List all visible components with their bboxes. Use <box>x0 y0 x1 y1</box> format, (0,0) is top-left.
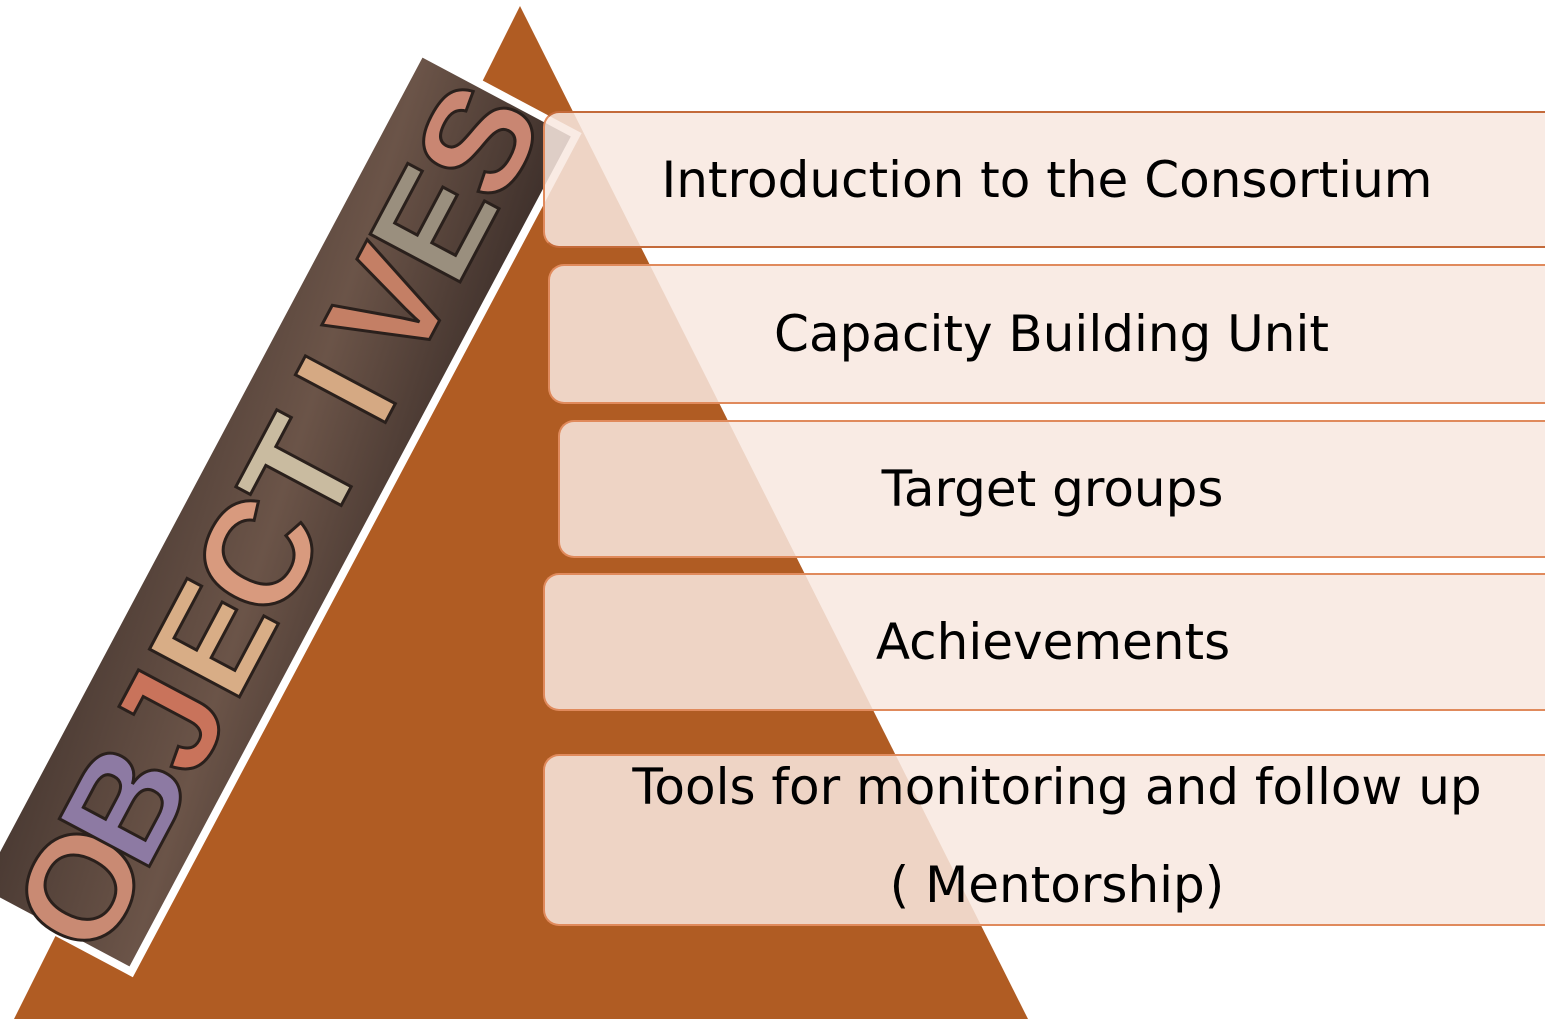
objective-label: Capacity Building Unit <box>774 305 1329 363</box>
objective-row-introduction: Introduction to the Consortium <box>543 111 1545 248</box>
objective-row-tools-monitoring: Tools for monitoring and follow up ( Men… <box>543 754 1545 926</box>
objective-label: Introduction to the Consortium <box>661 150 1433 209</box>
objective-label: Achievements <box>875 613 1231 671</box>
objective-row-target-groups: Target groups <box>558 420 1545 558</box>
objective-row-capacity-building: Capacity Building Unit <box>548 264 1545 404</box>
objective-label: Target groups <box>881 460 1224 518</box>
objective-row-achievements: Achievements <box>543 573 1545 711</box>
objective-label: Tools for monitoring and follow up ( Men… <box>632 758 1482 914</box>
